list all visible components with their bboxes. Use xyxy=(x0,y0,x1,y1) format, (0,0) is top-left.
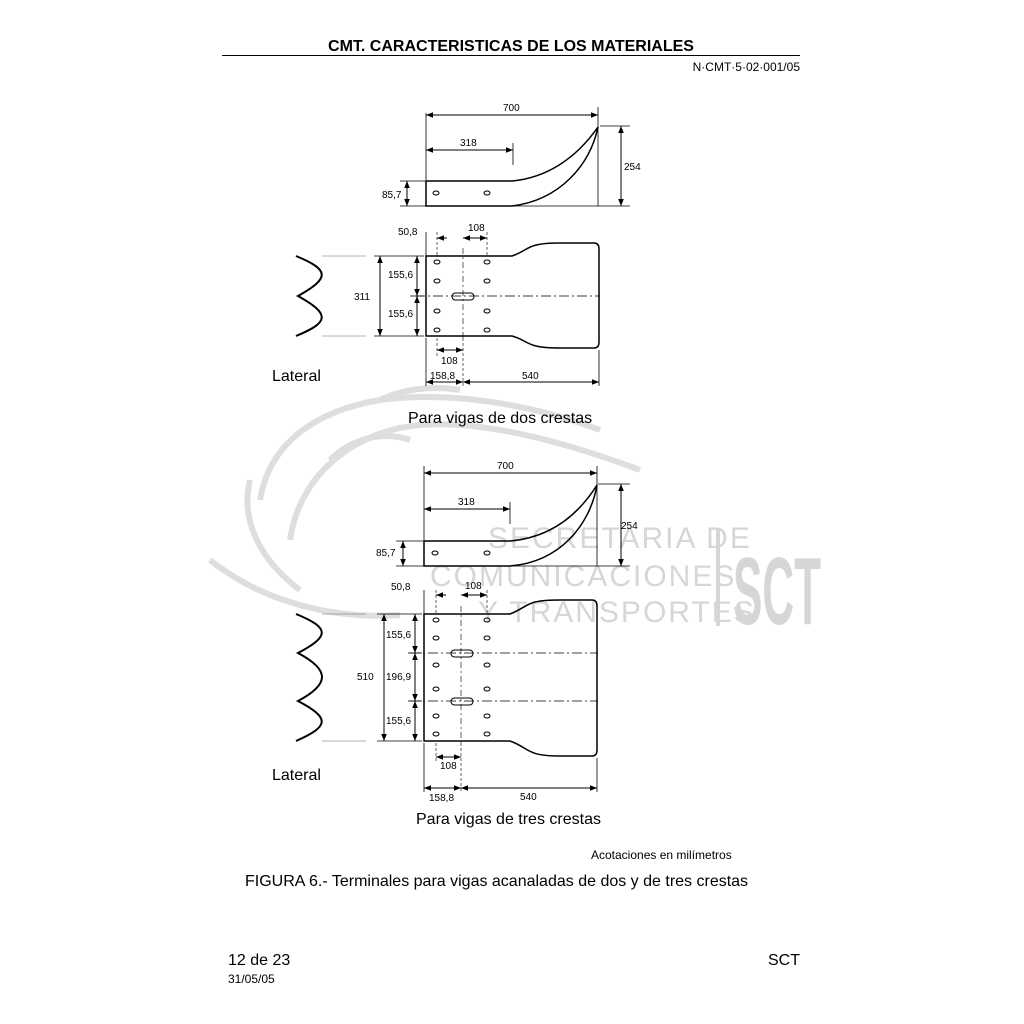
top-dim-254: 254 xyxy=(624,162,641,173)
top-dim-1556b: 155,6 xyxy=(388,309,413,320)
bottom-plan-view xyxy=(423,599,598,757)
bottom-side-hole-1 xyxy=(431,550,439,556)
top-figure-caption: Para vigas de dos crestas xyxy=(408,410,593,427)
bottom-dim-108b: 108 xyxy=(440,761,457,772)
bottom-dim-700: 700 xyxy=(497,461,514,472)
bottom-lateral-label: Lateral xyxy=(272,767,321,784)
bottom-dim-508: 50,8 xyxy=(391,582,411,593)
bottom-dim-1588: 158,8 xyxy=(429,793,454,804)
bottom-dim-857: 85,7 xyxy=(376,548,396,559)
watermark-logo: SCT xyxy=(733,538,821,645)
page-number: 12 de 23 xyxy=(228,952,291,969)
bottom-side-hole-2 xyxy=(483,550,491,556)
bottom-plan-holes xyxy=(432,617,491,737)
footer-org: SCT xyxy=(768,952,800,969)
top-plan-view xyxy=(425,242,600,349)
bottom-plan-slot-1 xyxy=(450,649,474,658)
footer-date: 31/05/05 xyxy=(228,972,275,986)
top-dim-1556a: 155,6 xyxy=(388,270,413,281)
top-plan-holes xyxy=(433,259,491,333)
header-rule xyxy=(222,55,800,56)
top-side-hole-2 xyxy=(483,190,491,196)
top-lateral-label: Lateral xyxy=(272,368,321,385)
document-code: N·CMT·5·02·001/05 xyxy=(692,60,800,74)
bottom-lateral-profile xyxy=(295,613,323,742)
top-dim-1588: 158,8 xyxy=(430,371,455,382)
watermark-line3: Y TRANSPORTES xyxy=(478,596,756,629)
top-dim-311: 311 xyxy=(354,292,370,303)
bottom-plan-slot-2 xyxy=(450,697,474,706)
units-note: Acotaciones en milímetros xyxy=(591,848,732,862)
watermark-divider xyxy=(716,528,720,626)
top-dim-108b: 108 xyxy=(441,356,458,367)
bottom-dim-540: 540 xyxy=(520,792,537,803)
top-dim-700: 700 xyxy=(503,103,520,114)
top-side-view xyxy=(425,126,599,207)
top-dim-508: 50,8 xyxy=(398,227,418,238)
bottom-dim-1556b: 155,6 xyxy=(386,716,411,727)
bottom-dim-1556a: 155,6 xyxy=(386,630,411,641)
top-dim-318: 318 xyxy=(460,138,477,149)
bottom-dim-1969: 196,9 xyxy=(386,672,411,683)
top-lateral-profile xyxy=(295,255,323,337)
top-plan-slot xyxy=(451,292,475,301)
bottom-dim-254: 254 xyxy=(621,521,638,532)
document-header-title: CMT. CARACTERISTICAS DE LOS MATERIALES xyxy=(328,38,694,55)
figure-caption: FIGURA 6.- Terminales para vigas acanala… xyxy=(245,873,749,890)
watermark-eagle xyxy=(208,385,642,619)
top-dim-857: 85,7 xyxy=(382,190,402,201)
bottom-dim-108: 108 xyxy=(465,581,482,592)
bottom-dim-510: 510 xyxy=(357,672,374,683)
top-dim-108: 108 xyxy=(468,223,485,234)
top-side-hole-1 xyxy=(432,190,440,196)
bottom-figure-caption: Para vigas de tres crestas xyxy=(416,811,601,828)
top-dim-540: 540 xyxy=(522,371,539,382)
bottom-dim-318: 318 xyxy=(458,497,475,508)
